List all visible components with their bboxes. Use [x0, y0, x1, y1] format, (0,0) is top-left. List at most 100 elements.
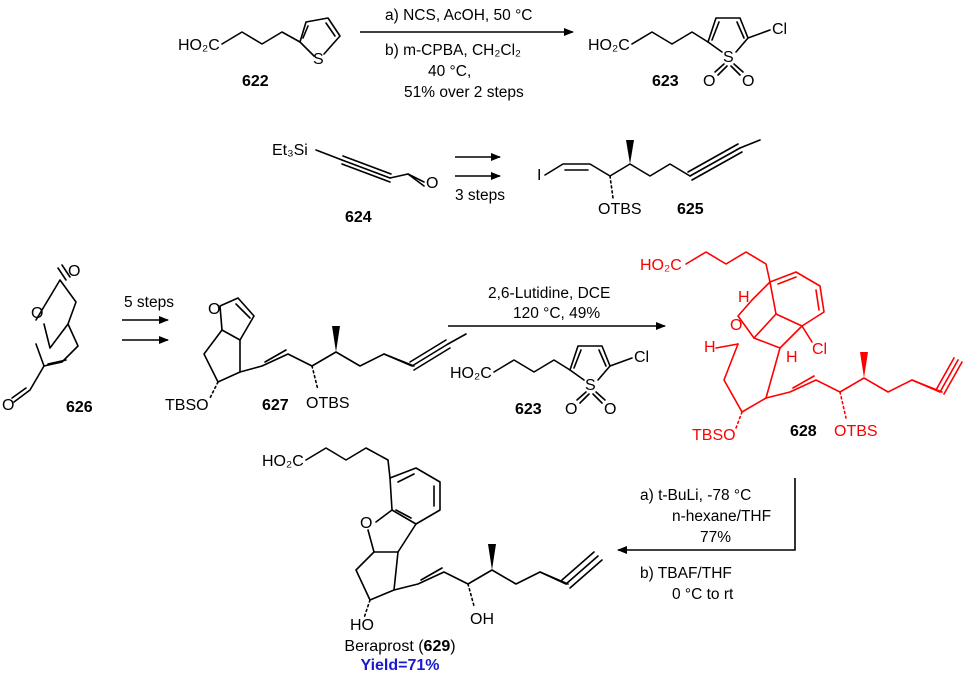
ring-to-s	[707, 37, 749, 53]
compound-626: O O O 626	[2, 263, 93, 416]
main-chain	[544, 163, 691, 177]
compound-label-623: 623	[652, 73, 679, 90]
compound-622: HO₂C S 622	[178, 17, 341, 90]
thiophene-bond-s	[299, 41, 315, 57]
name-suffix: )	[450, 638, 455, 655]
benzene-doubles	[395, 473, 435, 519]
aldehyde-double	[11, 387, 27, 399]
chlorine-label: Cl	[634, 349, 649, 366]
side-chain-double	[264, 349, 287, 363]
aldehyde-chain	[13, 365, 45, 403]
condition-b-temp: 40 °C,	[428, 63, 471, 80]
otbs-label: OTBS	[306, 395, 350, 412]
butyl-chain	[221, 31, 301, 45]
methyl-wedge	[488, 544, 496, 570]
acid-label: HO₂C	[262, 453, 304, 470]
butyl-chain	[305, 447, 391, 479]
oxygen-label-2: O	[31, 305, 43, 322]
oxygen-label: O	[730, 317, 742, 334]
h-label-1: H	[738, 289, 750, 306]
condition-b-tbaf: b) TBAF/THF	[640, 565, 732, 582]
name-number: 629	[424, 638, 451, 655]
compound-625: I OTBS 625	[537, 139, 761, 218]
side-chain-double	[792, 375, 815, 389]
acid-label: HO₂C	[588, 37, 630, 54]
c-cl-bond	[747, 29, 771, 39]
sulfur-label: S	[585, 377, 596, 394]
thiophene-double-bond	[302, 25, 309, 39]
arrow-step4	[617, 478, 796, 554]
butyl-chain	[493, 359, 571, 373]
oxygen-label: O	[360, 515, 372, 532]
beraprost-name: Beraprost (629)	[344, 638, 455, 655]
c-cl-bond	[801, 325, 813, 343]
side-chain	[765, 377, 941, 399]
acid-label: HO₂C	[640, 257, 682, 274]
side-chain	[239, 351, 413, 373]
so-double-1	[714, 63, 728, 76]
iodine-label: I	[537, 167, 541, 184]
cyclohexadiene	[769, 271, 825, 327]
otbs-hash	[311, 365, 319, 391]
ho-label: HO	[350, 617, 374, 634]
silyl-label: Et₃Si	[272, 142, 308, 159]
compound-label-628: 628	[790, 423, 817, 440]
methyl-wedge	[860, 352, 868, 378]
condition-a-solvent: n-hexane/THF	[672, 508, 771, 525]
name-prefix: Beraprost (	[344, 638, 424, 655]
ring-top	[569, 345, 611, 371]
so-double-2	[730, 63, 744, 76]
ring-to-s	[569, 365, 611, 381]
ring-double-2	[736, 21, 745, 39]
acid-label: HO₂C	[450, 365, 492, 382]
fused-ring	[737, 281, 777, 339]
tbso-label: TBSO	[692, 427, 736, 444]
condition-3-steps: 3 steps	[455, 187, 505, 204]
ring-double-2	[598, 349, 607, 367]
condition-5-steps: 5 steps	[124, 294, 174, 311]
otbs-label: OTBS	[598, 201, 642, 218]
benzene-ring	[389, 467, 441, 525]
condition-a-yield: 77%	[700, 529, 731, 546]
ring-top	[707, 17, 749, 43]
aryl-o-bond	[375, 509, 393, 523]
condition-a-tbuli: a) t-BuLi, -78 °C	[640, 487, 751, 504]
alkyne-methyl	[739, 139, 761, 149]
oxygen-label-1: O	[703, 73, 715, 90]
h-label-3: H	[786, 349, 798, 366]
compound-label-627: 627	[262, 397, 289, 414]
alkyne	[911, 357, 963, 395]
lactone-ring	[35, 279, 77, 325]
compound-629-beraprost: HO₂C O HO OH Beraprost (629) Yield=71%	[262, 447, 603, 674]
compound-label-625: 625	[677, 201, 704, 218]
compound-label-622: 622	[242, 73, 269, 90]
sulfur-label: S	[723, 49, 734, 66]
oxygen-label-2: O	[604, 401, 616, 418]
oxygen-label: O	[208, 301, 220, 318]
side-chain	[393, 569, 567, 591]
diene-doubles	[777, 276, 820, 311]
carbonyl-double	[57, 264, 71, 281]
compound-label-623: 623	[515, 401, 542, 418]
alkyne	[383, 339, 451, 371]
reagent-623: HO₂C Cl S O O 623	[450, 345, 649, 418]
condition-temp-yield: 120 °C, 49%	[513, 305, 600, 322]
tbso-label: TBSO	[165, 397, 209, 414]
acid-label: HO₂C	[178, 37, 220, 54]
butyl-chain	[685, 251, 771, 283]
compound-label-626: 626	[66, 399, 93, 416]
oxygen-label: O	[426, 175, 438, 192]
chlorine-label: Cl	[812, 341, 827, 358]
tbso-hash	[209, 381, 219, 399]
butyl-chain	[631, 31, 709, 45]
compound-628: HO₂C O H Cl H H TBSO OTBS 628	[640, 251, 963, 444]
ho-hash	[363, 599, 371, 619]
condition-yield: 51% over 2 steps	[404, 84, 524, 101]
tbso-hash	[735, 411, 743, 429]
alkyne	[539, 551, 603, 589]
condition-b: b) m-CPBA, CH₂Cl₂	[385, 42, 521, 59]
triple-bond	[341, 155, 392, 183]
so-double-1	[576, 391, 590, 404]
alkyne	[687, 143, 743, 181]
